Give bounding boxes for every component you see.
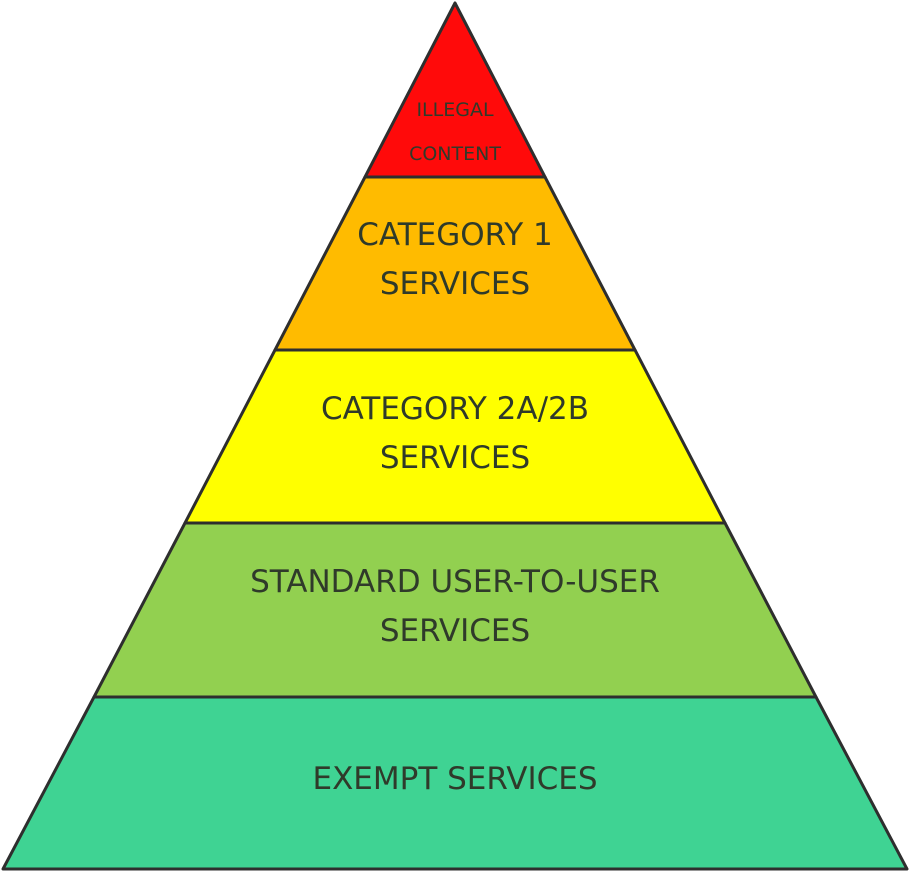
tier-category-2a-2b-services-label-line-1: CATEGORY 2A/2B <box>321 391 589 427</box>
tier-standard-user-to-user-services: STANDARD USER-TO-USER SERVICES <box>92 521 818 699</box>
tier-category-2a-2b-services-shape <box>183 348 727 525</box>
tier-category-1-services-label-line-2: SERVICES <box>380 266 530 302</box>
tier-category-2a-2b-services: CATEGORY 2A/2B SERVICES <box>183 348 727 525</box>
tier-standard-user-to-user-services-label-line-1: STANDARD USER-TO-USER <box>250 564 660 600</box>
tier-exempt-services-shape <box>1 695 909 871</box>
tier-illegal-content-label-line-1: ILLEGAL <box>416 99 494 121</box>
tier-standard-user-to-user-services-label-line-2: SERVICES <box>380 613 530 649</box>
tier-category-1-services: CATEGORY 1 SERVICES <box>273 175 637 352</box>
tier-category-2a-2b-services-label-line-2: SERVICES <box>380 440 530 476</box>
tier-exempt-services: EXEMPT SERVICES <box>1 695 909 871</box>
tier-illegal-content: ILLEGAL CONTENT <box>363 1 547 179</box>
tier-category-1-services-label-line-1: CATEGORY 1 <box>357 217 552 253</box>
tier-category-1-services-shape <box>273 175 637 352</box>
tier-exempt-services-label: EXEMPT SERVICES <box>312 761 597 797</box>
tier-illegal-content-label-line-2: CONTENT <box>409 143 501 165</box>
tier-standard-user-to-user-services-shape <box>92 521 818 699</box>
